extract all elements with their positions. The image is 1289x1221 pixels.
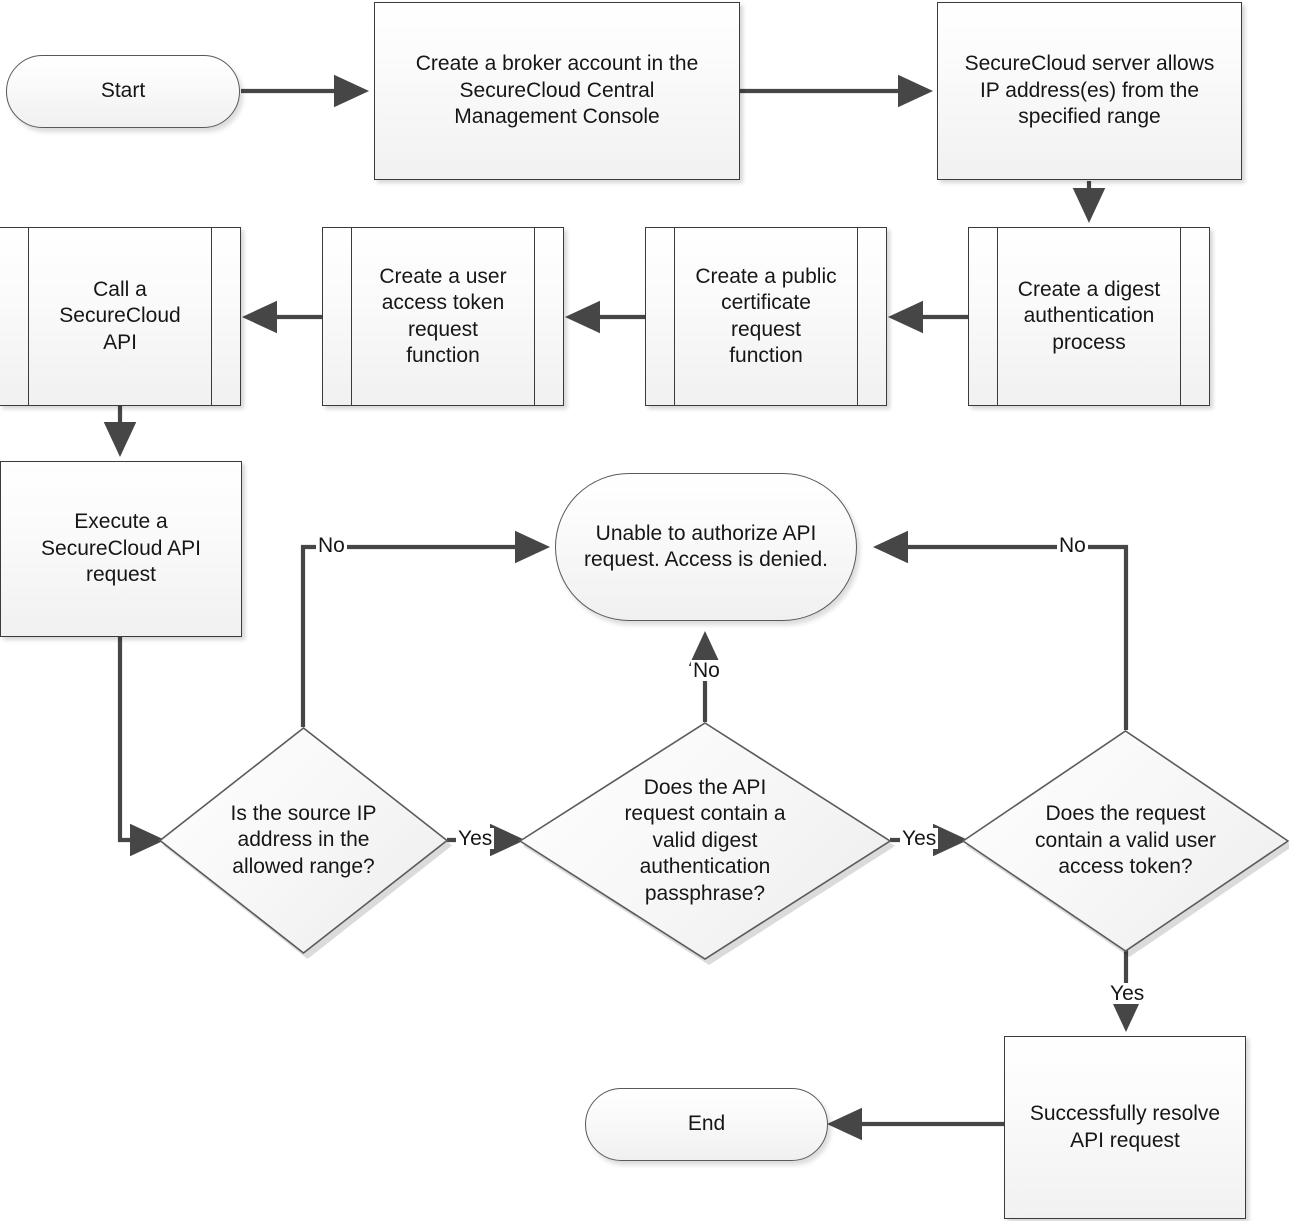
node-call-securecloud-api-label: Call a SecureCloud API (59, 277, 181, 354)
node-resolve-api-request-label: Successfully resolve API request (1029, 1102, 1221, 1152)
edge-label-token-yes: Yes (1108, 982, 1147, 1005)
node-end[interactable]: End (585, 1088, 828, 1161)
decision-outline (519, 722, 891, 960)
edge-label-ip-yes: Yes (456, 827, 495, 850)
node-create-user-token-request-function[interactable]: Create a user access token request funct… (322, 227, 564, 406)
node-decision-source-ip-label: Is the source IP address in the allowed … (230, 801, 377, 878)
node-end-label: End (687, 1112, 726, 1136)
edge-label-ip-no: No (316, 534, 347, 557)
node-execute-api-request[interactable]: Execute a SecureCloud API request (0, 461, 242, 637)
node-create-user-token-request-function-label: Create a user access token request funct… (379, 264, 507, 367)
node-create-digest-auth-process-label: Create a digest authentication process (1017, 277, 1161, 354)
edge-decision-ip-no (300, 530, 551, 727)
node-decision-digest-passphrase[interactable]: Does the API request contain a valid dig… (519, 722, 895, 965)
node-server-allows-ip[interactable]: SecureCloud server allows IP address(es)… (937, 2, 1242, 180)
node-decision-digest-passphrase-label: Does the API request contain a valid dig… (624, 775, 786, 905)
decision-outline (159, 727, 448, 954)
node-create-digest-auth-process[interactable]: Create a digest authentication process (968, 227, 1210, 406)
node-execute-api-request-label: Execute a SecureCloud API request (41, 510, 201, 587)
edge-label-digest-no: No (691, 659, 722, 682)
node-decision-user-token-label: Does the request contain a valid user ac… (1035, 802, 1216, 879)
node-create-public-cert-request-function-label: Create a public certificate request func… (695, 264, 837, 367)
node-start-label: Start (100, 79, 146, 103)
edge-label-digest-yes: Yes (900, 827, 939, 850)
edge-execute-to-decision-ip (117, 637, 166, 857)
node-decision-user-token[interactable]: Does the request contain a valid user ac… (962, 730, 1289, 957)
node-server-allows-ip-label: SecureCloud server allows IP address(es)… (964, 52, 1215, 129)
node-create-public-cert-request-function[interactable]: Create a public certificate request func… (645, 227, 887, 406)
node-access-denied[interactable]: Unable to authorize API request. Access … (555, 473, 857, 621)
edge-label-token-no: No (1057, 534, 1088, 557)
node-decision-source-ip[interactable]: Is the source IP address in the allowed … (159, 727, 452, 959)
node-access-denied-label: Unable to authorize API request. Access … (584, 521, 828, 571)
node-create-broker-account-label: Create a broker account in the SecureClo… (415, 52, 699, 129)
node-start[interactable]: Start (6, 55, 240, 128)
node-call-securecloud-api[interactable]: Call a SecureCloud API (0, 227, 241, 406)
node-create-broker-account[interactable]: Create a broker account in the SecureClo… (374, 2, 740, 180)
edge-decision-token-no (872, 530, 1129, 730)
node-resolve-api-request[interactable]: Successfully resolve API request (1004, 1036, 1246, 1219)
